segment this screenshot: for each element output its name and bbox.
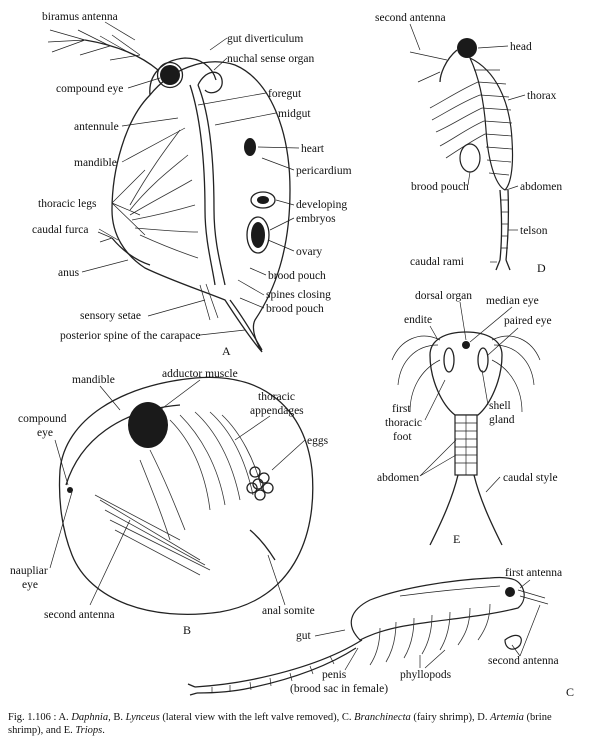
caption-lynceus: Lynceus (125, 712, 160, 723)
panel-c-branchinecta-drawing (187, 576, 549, 696)
label-foot: foot (393, 431, 412, 443)
label-antennule: antennule (74, 121, 119, 133)
panel-b-lynceus-drawing (58, 376, 314, 616)
label-first: first (392, 403, 411, 415)
label-dorsal-organ: dorsal organ (415, 290, 472, 302)
label-shell: shell (489, 400, 511, 412)
caption-d-rest: (brine shrimp), and E. (8, 712, 552, 736)
label-second-antenna-c: second antenna (488, 655, 559, 667)
caption-artemia: Artemia (490, 712, 524, 723)
label-midgut: midgut (278, 108, 311, 120)
label-thoracic-b: thoracic (258, 391, 295, 403)
label-appendages-b: appendages (250, 405, 304, 417)
panel-b-leader-lines (49, 379, 306, 606)
panel-a-daphnia-drawing (47, 29, 291, 353)
label-thorax: thorax (527, 90, 557, 102)
label-anus: anus (58, 267, 80, 279)
label-caudal-rami: caudal rami (410, 256, 464, 268)
caption-triops: Triops (75, 725, 103, 736)
label-spines-brood-pouch: brood pouch (266, 303, 324, 315)
label-head: head (510, 41, 532, 53)
label-spines-closing: spines closing (266, 289, 331, 301)
label-gut: gut (296, 630, 312, 642)
panel-a-leader-lines (81, 21, 300, 336)
label-paired-eye: paired eye (504, 315, 552, 327)
caption-b-rest: (lateral view with the left valve remove… (159, 712, 355, 723)
panel-letter-b: B (183, 623, 191, 637)
label-thoracic-legs: thoracic legs (38, 198, 97, 210)
label-endite: endite (404, 314, 432, 326)
panel-d-artemia-drawing (409, 38, 514, 271)
label-abdomen-d: abdomen (520, 181, 562, 193)
label-caudal-style: caudal style (503, 472, 558, 484)
panel-e-leader-lines (419, 301, 519, 493)
label-naupliar-eye: eye (22, 579, 38, 591)
label-sensory-setae: sensory setae (80, 310, 141, 322)
label-second-antenna-d: second antenna (375, 12, 446, 24)
label-first-antenna: first antenna (505, 567, 562, 579)
label-caudal-furca: caudal furca (32, 224, 89, 236)
label-mandible-a: mandible (74, 157, 117, 169)
label-second-antenna-b: second antenna (44, 609, 115, 621)
caption-fig: Fig. 1.106 : A. (8, 712, 72, 723)
label-brood-pouch-a: brood pouch (268, 270, 326, 282)
panel-e-triops-drawing (391, 331, 541, 546)
label-foregut: foregut (268, 88, 302, 100)
label-brood-sac: (brood sac in female) (290, 683, 388, 695)
label-posterior-spine: posterior spine of the carapace (60, 330, 201, 342)
label-biramus-antenna: biramus antenna (42, 11, 118, 23)
label-developing: developing (296, 199, 347, 211)
label-eggs: eggs (307, 435, 329, 447)
label-compound-b: compound (18, 413, 67, 425)
label-gut-diverticulum: gut diverticulum (227, 33, 303, 45)
panel-letter-a: A (222, 344, 231, 358)
panel-d-leader-lines (409, 23, 526, 263)
label-phyllopods: phyllopods (400, 669, 452, 681)
caption-branchinecta: Branchinecta (354, 712, 411, 723)
caption-b: B. (110, 712, 126, 723)
label-embryos: embryos (296, 213, 336, 225)
label-thoracic-e: thoracic (385, 417, 422, 429)
label-adductor-muscle: adductor muscle (162, 368, 238, 380)
label-gland: gland (489, 414, 515, 426)
figure-caption: Fig. 1.106 : A. Daphnia, B. Lynceus (lat… (8, 711, 588, 737)
label-naupliar: naupliar (10, 565, 48, 577)
label-median-eye: median eye (486, 295, 539, 307)
label-nuchal-sense-organ: nuchal sense organ (227, 53, 315, 65)
label-penis: penis (322, 669, 347, 681)
label-eye-b: eye (37, 427, 53, 439)
label-telson: telson (520, 225, 548, 237)
caption-daphnia: Daphnia, (71, 712, 111, 723)
label-heart: heart (301, 143, 325, 155)
caption-end: . (102, 725, 105, 736)
label-brood-pouch-d: brood pouch (411, 181, 469, 193)
label-abdomen-e: abdomen (377, 472, 419, 484)
panel-letter-c: C (566, 685, 574, 699)
label-compound-eye-a: compound eye (56, 83, 123, 95)
caption-c-rest: (fairy shrimp), D. (410, 712, 491, 723)
label-mandible-b: mandible (72, 374, 115, 386)
panel-c-leader-lines (314, 579, 541, 671)
panel-letter-d: D (537, 261, 546, 275)
label-ovary: ovary (296, 246, 322, 258)
panel-letter-e: E (453, 532, 460, 546)
label-pericardium: pericardium (296, 165, 352, 177)
label-anal-somite: anal somite (262, 605, 315, 617)
